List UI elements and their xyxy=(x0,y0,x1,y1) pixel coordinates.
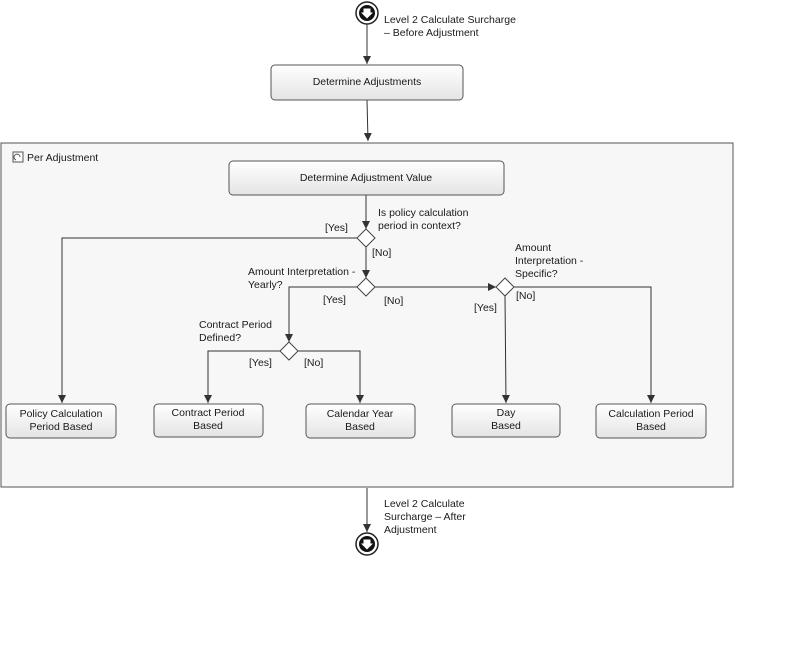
guard-contract-yes: [Yes] xyxy=(249,357,272,369)
decision-amount-yearly[interactable] xyxy=(356,277,376,297)
svg-text:Determine Adjustments: Determine Adjustments xyxy=(313,76,422,88)
decision-policy-period-in-context[interactable] xyxy=(356,228,376,248)
flow-contract-no xyxy=(298,350,364,403)
flow-specific-yes xyxy=(501,295,510,404)
svg-text:Determine Adjustment Value: Determine Adjustment Value xyxy=(300,172,432,184)
flow-specific-no xyxy=(514,286,655,403)
flow-edges xyxy=(58,24,655,532)
region-title: Per Adjustment xyxy=(27,152,98,164)
initial-node[interactable] xyxy=(355,1,379,25)
start-node-label: Level 2 Calculate Surcharge – Before Adj… xyxy=(384,14,519,39)
guard-policy-no: [No] xyxy=(372,247,391,259)
guard-yearly-no: [No] xyxy=(384,295,403,307)
down-arrow-icon xyxy=(361,8,373,19)
activity-determine-adjustments[interactable]: Determine Adjustments xyxy=(270,64,464,101)
flow-policy-yes xyxy=(58,237,357,403)
final-node[interactable] xyxy=(355,532,379,556)
flow-contract-yes xyxy=(204,350,280,403)
guard-policy-yes: [Yes] xyxy=(325,222,348,234)
guard-specific-yes: [Yes] xyxy=(474,302,497,314)
guard-specific-no: [No] xyxy=(516,290,535,302)
activity-determine-adjustment-value[interactable]: Determine Adjustment Value xyxy=(228,160,505,196)
decision-contract-period-defined[interactable] xyxy=(279,341,299,361)
end-node-label: Level 2 Calculate Surcharge – After Adju… xyxy=(384,498,469,536)
guard-labels: [Yes] [No] [Yes] [No] [Yes] [No] [Yes] [… xyxy=(249,222,535,369)
decision-contract-label: Contract Period Defined? xyxy=(199,319,275,344)
guard-yearly-yes: [Yes] xyxy=(323,294,346,306)
decision-amount-specific[interactable] xyxy=(495,277,515,297)
flow-yearly-yes xyxy=(285,286,357,342)
decision-yearly-label: Amount Interpretation - Yearly? xyxy=(248,266,358,291)
loop-icon xyxy=(12,151,24,163)
decision-policy-label: Is policy calculation period in context? xyxy=(378,207,471,232)
decision-specific-label: Amount Interpretation - Specific? xyxy=(515,242,586,280)
guard-contract-no: [No] xyxy=(304,357,323,369)
flow-adjustments-to-region xyxy=(363,99,372,142)
down-arrow-icon xyxy=(361,539,373,550)
